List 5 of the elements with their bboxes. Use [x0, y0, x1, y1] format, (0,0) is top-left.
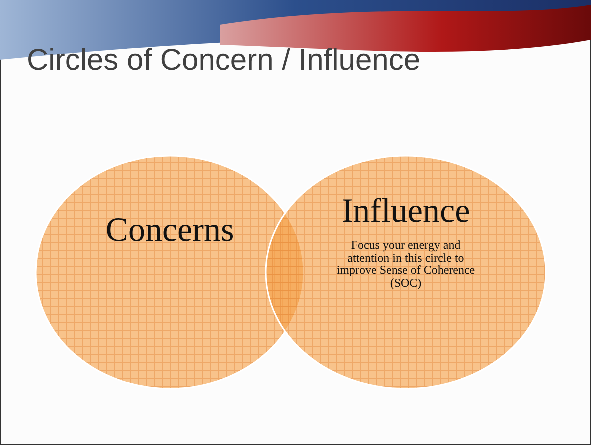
slide-title: Circles of Concern / Influence	[27, 44, 421, 78]
venn-circle	[265, 155, 547, 390]
circle-heading: Concerns	[104, 212, 236, 250]
circle-description: Focus your energy and attention in this circle to improve Sense of Coherence (SOC)	[336, 239, 476, 290]
circle-heading: Influence	[340, 193, 472, 231]
